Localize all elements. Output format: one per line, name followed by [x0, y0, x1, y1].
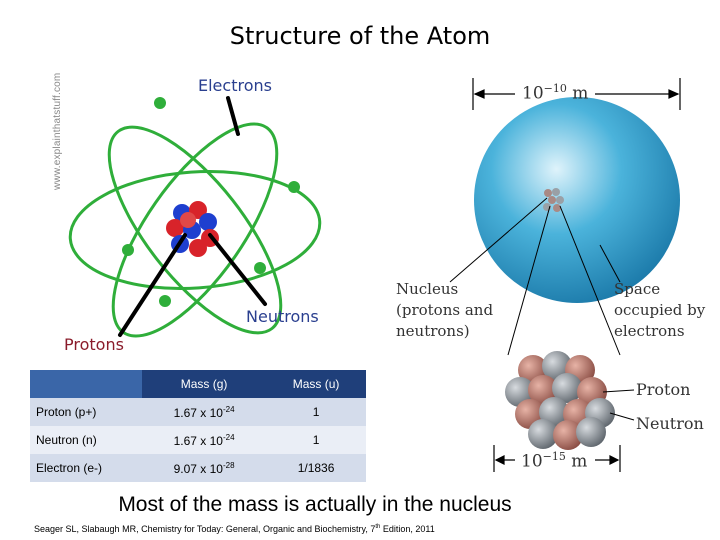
page-title: Structure of the Atom	[229, 22, 491, 50]
electrons-label: Electrons	[198, 76, 272, 95]
table-row: Neutron (n) 1.67 x 10-24 1	[30, 426, 366, 454]
nucleus-scale-arrow-left	[494, 455, 505, 465]
nucleus-pointer-line	[449, 197, 548, 283]
small-nucleus	[543, 188, 564, 212]
neutron	[199, 213, 217, 231]
mass-grams: 1.67 x 10-24	[173, 432, 235, 448]
electron	[159, 295, 171, 307]
nucleus-scale-arrow-right	[609, 455, 620, 465]
electron	[122, 244, 134, 256]
proton	[166, 219, 184, 237]
table-row: Electron (e-) 9.07 x 10-28 1/1836	[30, 454, 366, 482]
proton-pointer-line	[602, 389, 635, 393]
table-row: Proton (p+) 1.67 x 10-24 1	[30, 398, 366, 426]
table-header-cell	[30, 370, 142, 398]
table-header-cell: Mass (u)	[292, 377, 340, 391]
table-header-row: Mass (g) Mass (u)	[30, 370, 366, 398]
particle-name: Neutron (n)	[36, 433, 97, 447]
proton	[189, 239, 207, 257]
proton-annotation: Proton	[636, 380, 691, 399]
electron	[288, 181, 300, 193]
mass-u: 1	[312, 405, 320, 419]
electron	[154, 97, 166, 109]
particle-name: Proton (p+)	[36, 405, 97, 419]
space-pointer-line	[599, 244, 621, 283]
nucleus-scale-label: 10−15 m	[521, 450, 588, 472]
bottom-message: Most of the mass is actually in the nucl…	[118, 493, 512, 516]
neutron-annotation: Neutron	[636, 414, 704, 433]
neutrons-label: Neutrons	[246, 307, 319, 326]
nucleus-annotation: Nucleus (protons and neutrons)	[396, 280, 494, 340]
neutron-pointer-line	[609, 412, 635, 421]
citation: Seager SL, Slabaugh MR, Chemistry for To…	[34, 524, 435, 534]
protons-pointer-line	[118, 233, 187, 337]
particle-mass-table: Mass (g) Mass (u) Proton (p+) 1.67 x 10-…	[30, 370, 366, 482]
electron	[254, 262, 266, 274]
protons-label: Protons	[64, 335, 124, 354]
atom-illustration	[68, 96, 322, 338]
electron-orbit-tilted-left	[107, 125, 283, 335]
zoom-line-right	[559, 205, 621, 356]
zoom-line-left	[507, 205, 551, 356]
mass-u: 1/1836	[297, 461, 335, 475]
proton	[180, 212, 196, 228]
atom-scale-diagram	[449, 78, 681, 472]
atom-scale-arrow-left	[473, 89, 485, 99]
particle-name: Electron (e-)	[36, 461, 103, 475]
enlarged-nucleus	[505, 351, 615, 450]
space-annotation: Space occupied by electrons	[614, 280, 706, 340]
atom-sphere	[474, 97, 680, 303]
electron-orbit-horizontal	[68, 169, 322, 291]
electrons-pointer-line	[226, 96, 240, 136]
atom-scale-label: 10−10 m	[522, 82, 589, 104]
mass-grams: 9.07 x 10-28	[173, 460, 235, 476]
table-header-cell: Mass (g)	[180, 377, 228, 391]
atom-scale-arrow-right	[668, 89, 680, 99]
nucleus-cluster	[166, 201, 219, 257]
mass-grams: 1.67 x 10-24	[173, 404, 235, 420]
mass-u: 1	[312, 433, 320, 447]
neutrons-pointer-line	[208, 233, 267, 306]
